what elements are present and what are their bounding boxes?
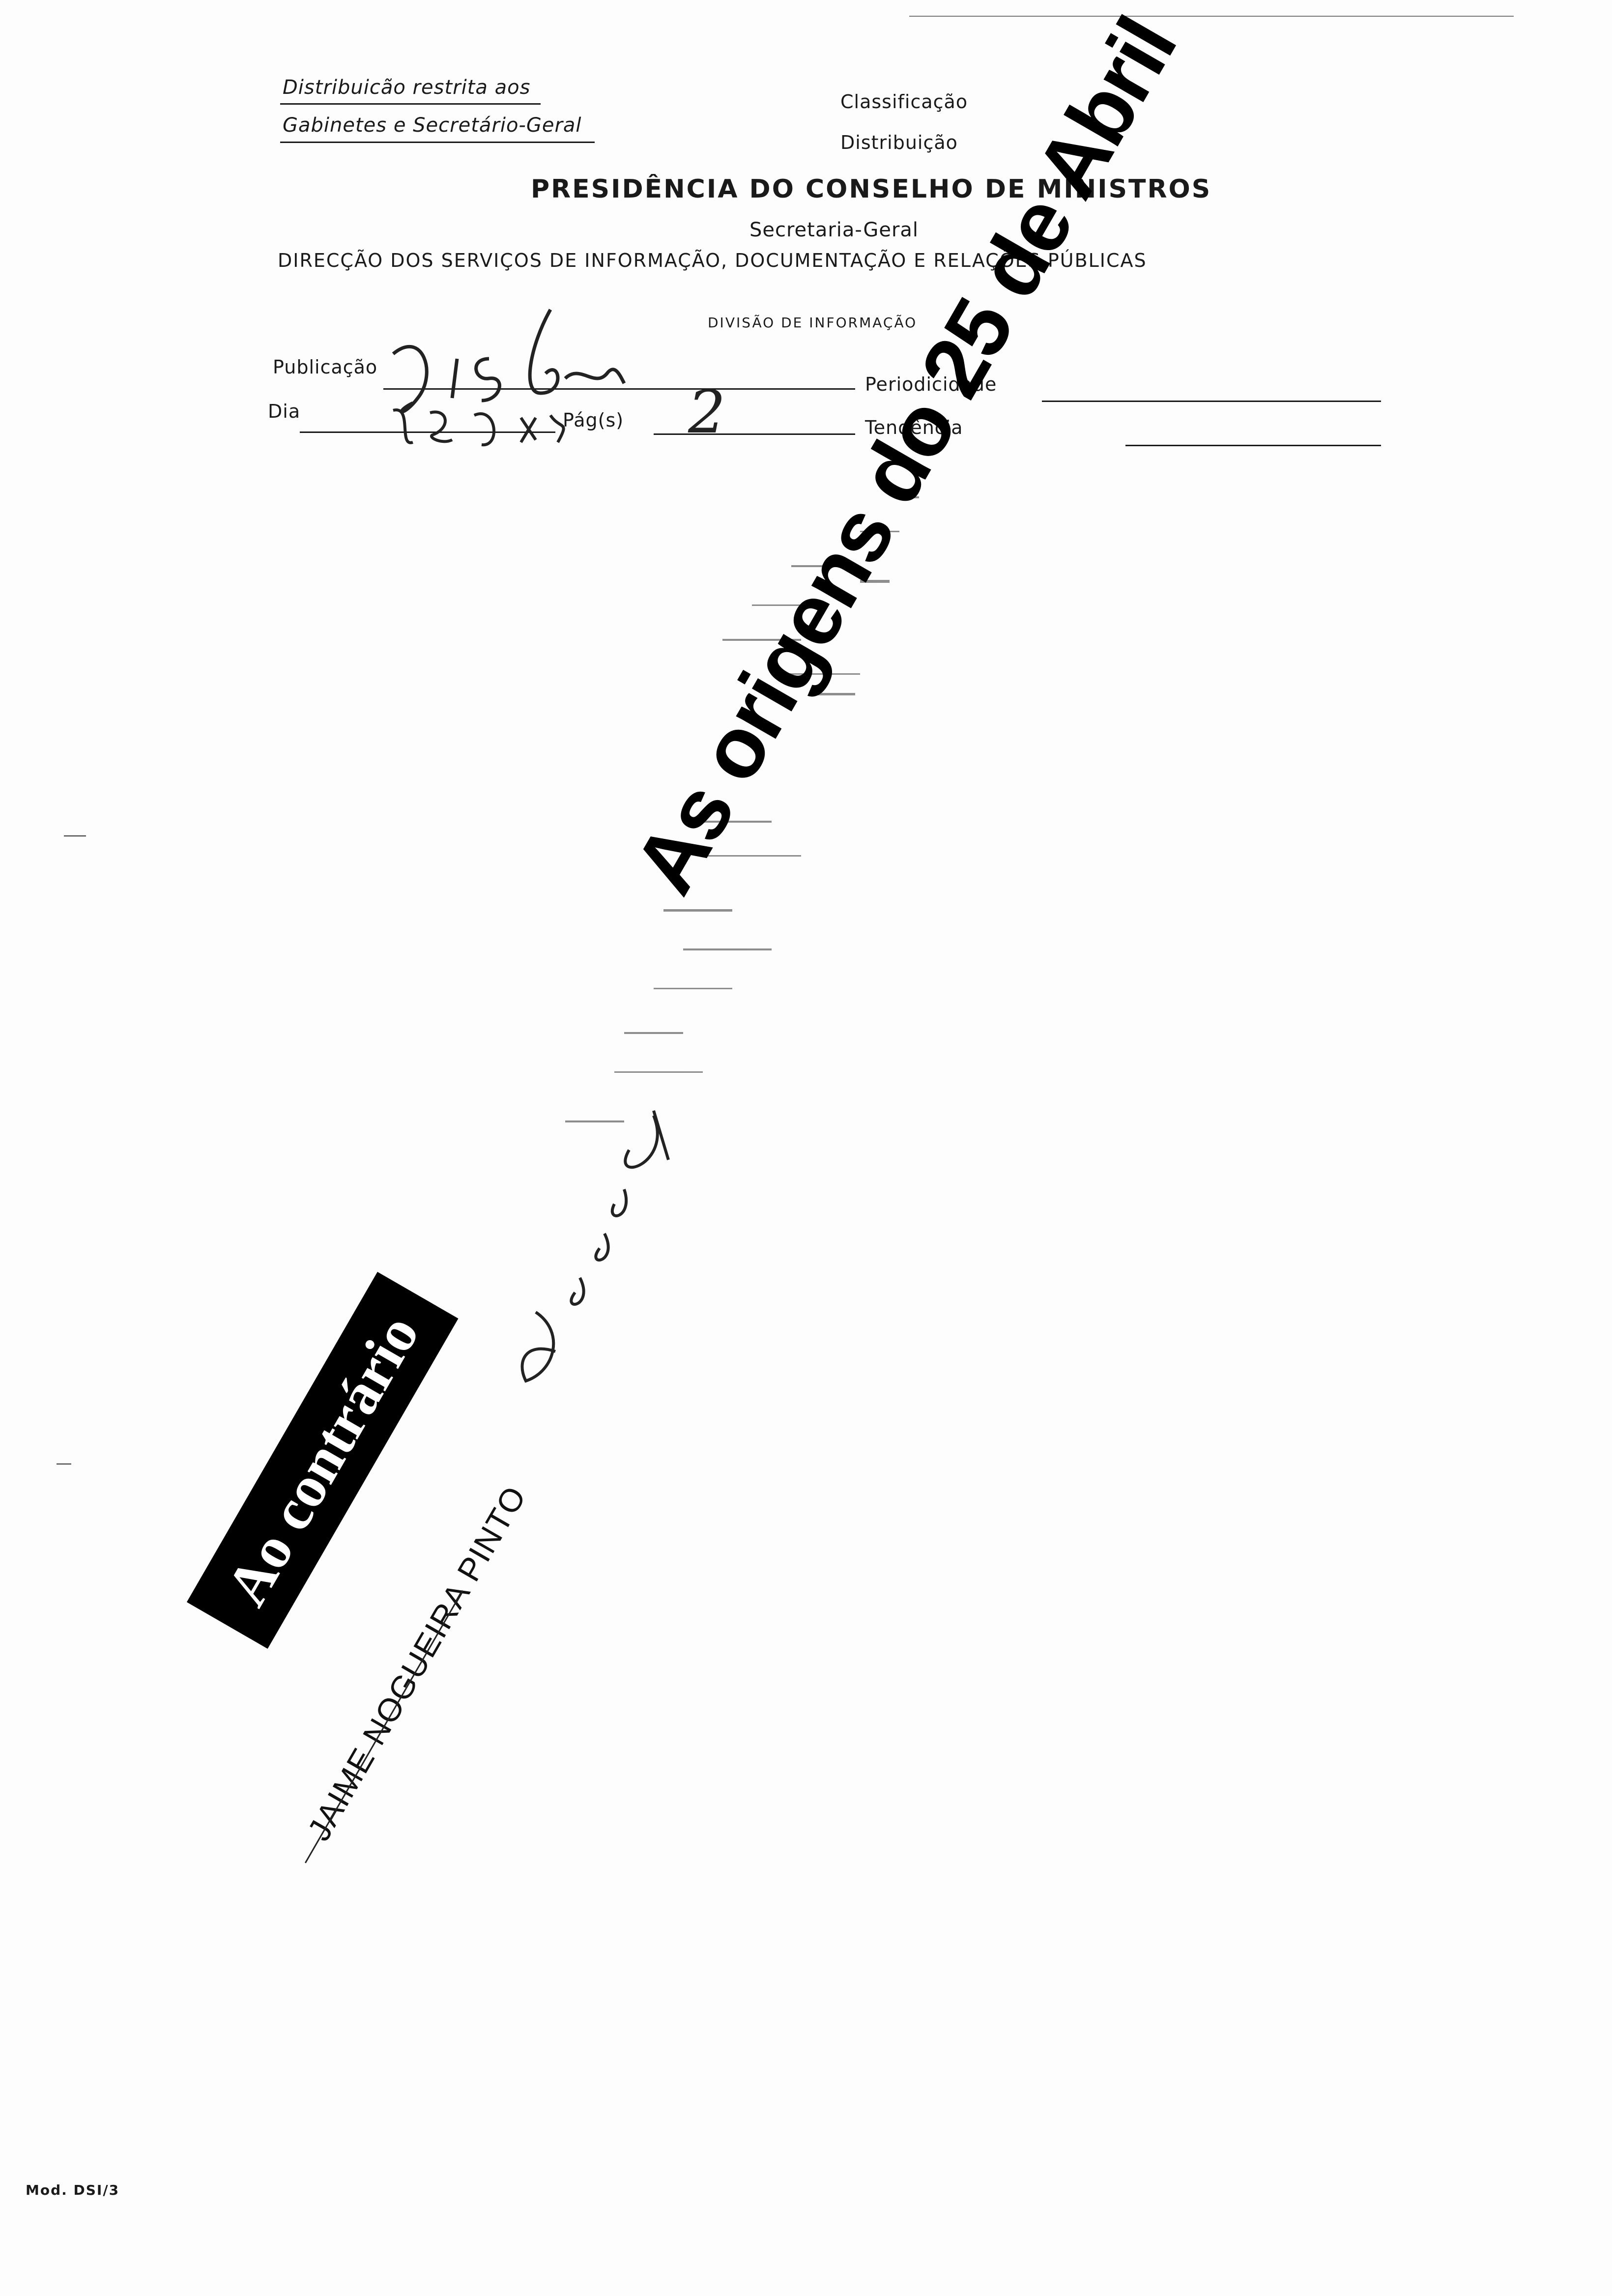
publication-field-line [383, 388, 855, 390]
distribution-note-line2: Gabinetes e Secretário-Geral [283, 114, 582, 137]
column-title: Ao contrário [213, 1304, 432, 1616]
publication-label: Publicação [273, 356, 378, 378]
day-field-line [300, 431, 555, 433]
left-margin-mark-1 [64, 835, 86, 836]
periodicity-label: Periodicidade [865, 373, 997, 395]
distribution-label: Distribuição [840, 132, 958, 153]
day-label: Dia [268, 401, 301, 422]
direction-line: DIRECÇÃO DOS SERVIÇOS DE INFORMAÇÃO, DOC… [278, 250, 1147, 271]
pages-label: Pág(s) [563, 409, 624, 431]
scan-artifact-line [909, 16, 1514, 17]
scan-noise [565, 496, 919, 1122]
division-label: DIVISÃO DE INFORMAÇÃO [708, 315, 918, 331]
handwritten-margin-note [520, 1110, 670, 1383]
secretariat-subtitle: Secretaria-Geral [749, 219, 919, 241]
distribution-note-underline2 [280, 142, 595, 143]
clipping-author: JAIME NOGUEIRA PINTO [300, 1479, 533, 1847]
form-code: Mod. DSI/3 [26, 2182, 120, 2198]
pages-field-line [654, 433, 855, 435]
organization-title: PRESIDÊNCIA DO CONSELHO DE MINISTROS [531, 174, 1212, 204]
distribution-note-underline1 [280, 103, 541, 105]
distribution-note-line1: Distribuicão restrita aos [283, 76, 531, 99]
author-rule [305, 1590, 463, 1864]
tendency-label: Tendência [865, 417, 963, 438]
column-title-box: Ao contrário [187, 1271, 459, 1649]
classification-label: Classificação [840, 91, 968, 113]
tendency-field-line [1125, 445, 1381, 446]
handwritten-publication-mark [392, 309, 626, 447]
periodicity-field-line [1042, 401, 1381, 402]
pages-value: 2 [688, 378, 726, 447]
